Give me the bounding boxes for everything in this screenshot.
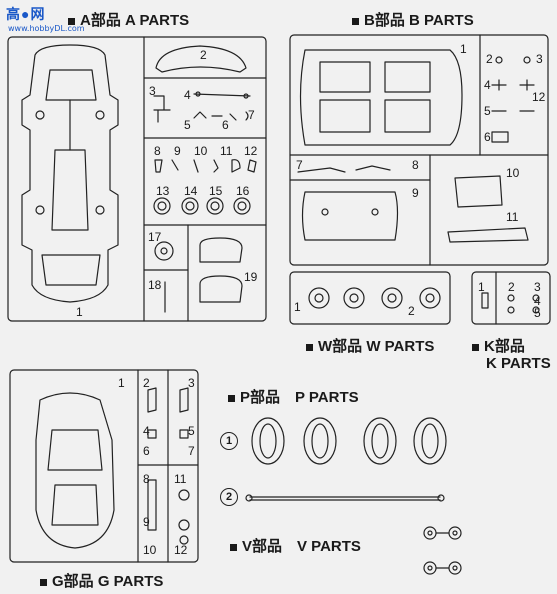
p-parts-tires xyxy=(245,417,447,502)
part-number: 2 xyxy=(486,52,493,66)
v-parts-caps xyxy=(423,526,462,575)
part-number: 1 xyxy=(294,300,301,314)
part-number: 12 xyxy=(244,144,258,158)
part-number: 5 xyxy=(484,104,491,118)
part-number: 11 xyxy=(220,144,233,158)
bullet-icon xyxy=(228,394,235,402)
part-number: 9 xyxy=(174,144,181,158)
bullet-icon xyxy=(68,17,75,25)
part-number: 12 xyxy=(174,543,188,557)
bullet-icon xyxy=(230,543,237,551)
part-number: 5 xyxy=(534,306,541,320)
bullet-icon xyxy=(40,578,47,586)
w-parts-runner xyxy=(289,271,451,325)
part-number: 1 xyxy=(460,42,467,56)
part-number: 3 xyxy=(149,84,156,98)
k-parts-runner xyxy=(471,271,551,325)
part-number: 10 xyxy=(143,543,157,557)
watermark-logo: 高●网 xyxy=(6,6,46,22)
part-number: 3 xyxy=(188,376,195,390)
bullet-icon xyxy=(352,17,359,25)
b-parts-title: B部品 B PARTS xyxy=(352,9,474,30)
part-number: 19 xyxy=(244,270,258,284)
circled-number: 1 xyxy=(220,432,238,450)
part-number: 4 xyxy=(484,78,491,92)
part-number: 8 xyxy=(154,144,161,158)
part-number: 17 xyxy=(148,230,162,244)
v-parts-title: V部品 V PARTS xyxy=(230,535,361,556)
part-number: 6 xyxy=(222,118,229,132)
part-number: 5 xyxy=(188,424,195,438)
a-parts-runner xyxy=(7,36,267,322)
part-number: 4 xyxy=(143,424,150,438)
part-number: 2 xyxy=(143,376,150,390)
part-number: 2 xyxy=(200,48,207,62)
part-number: 3 xyxy=(536,52,543,66)
part-number: 12 xyxy=(532,90,546,104)
part-number: 2 xyxy=(408,304,415,318)
w-parts-title: W部品 W PARTS xyxy=(306,335,434,356)
watermark-url: www.hobbyDL.com xyxy=(8,24,85,33)
part-number: 8 xyxy=(143,472,150,486)
part-number: 16 xyxy=(236,184,250,198)
part-number: 7 xyxy=(188,444,195,458)
circled-number: 2 xyxy=(220,488,238,506)
part-number: 9 xyxy=(143,515,150,529)
part-number: 7 xyxy=(248,108,255,122)
g-parts-title: G部品 G PARTS xyxy=(40,570,163,591)
part-number: 10 xyxy=(194,144,208,158)
part-number: 11 xyxy=(506,210,519,224)
part-number: 13 xyxy=(156,184,170,198)
part-number: 14 xyxy=(184,184,198,198)
k-parts-title-en: K PARTS xyxy=(486,355,551,372)
part-number: 6 xyxy=(143,444,150,458)
part-number: 4 xyxy=(184,88,191,102)
part-number: 4 xyxy=(534,294,541,308)
part-number: 1 xyxy=(118,376,125,390)
bullet-icon xyxy=(306,343,313,351)
part-number: 2 xyxy=(508,280,515,294)
part-number: 8 xyxy=(412,158,419,172)
bullet-icon xyxy=(472,343,479,351)
part-number: 15 xyxy=(209,184,223,198)
part-number: 11 xyxy=(174,472,187,486)
part-number: 9 xyxy=(412,186,419,200)
part-number: 6 xyxy=(484,130,491,144)
part-number: 1 xyxy=(76,305,83,319)
part-number: 10 xyxy=(506,166,520,180)
k-parts-title: K部品 xyxy=(472,335,525,356)
part-number: 1 xyxy=(478,280,485,294)
part-number: 18 xyxy=(148,278,162,292)
part-number: 5 xyxy=(184,118,191,132)
a-parts-title: A部品 A PARTS xyxy=(68,9,189,30)
part-number: 7 xyxy=(296,158,303,172)
b-parts-runner xyxy=(289,34,549,266)
g-parts-runner xyxy=(9,369,199,563)
p-parts-title: P部品 P PARTS xyxy=(228,386,359,407)
part-number: 3 xyxy=(534,280,541,294)
